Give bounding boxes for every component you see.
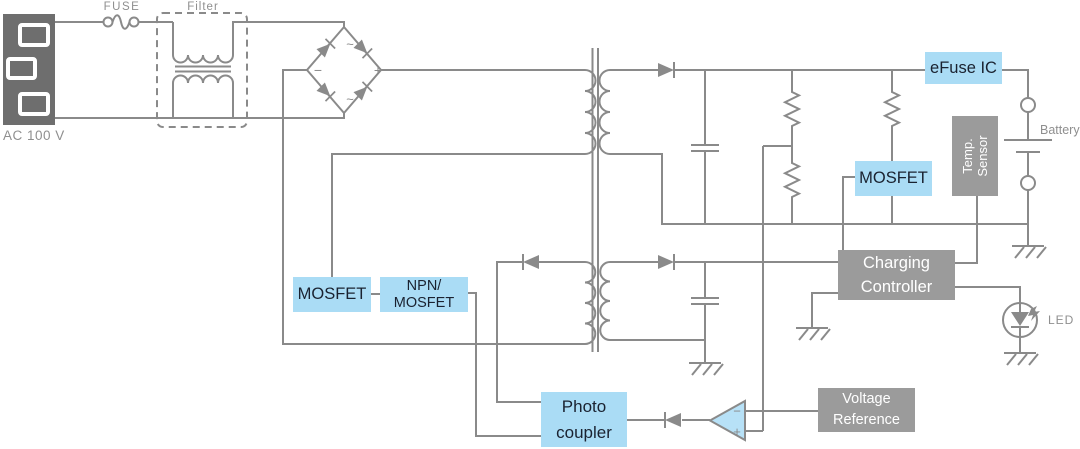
voltage-reference-box: Voltage Reference xyxy=(818,388,915,432)
transformer-secondary-top-winding xyxy=(598,69,611,155)
transformer-secondary-bottom-winding xyxy=(599,261,611,341)
comparator: − + xyxy=(707,399,746,442)
fuse-symbol xyxy=(111,14,131,30)
ground-secondary-bottom xyxy=(688,362,724,376)
charging-controller-box: Charging Controller xyxy=(838,250,955,300)
filter-dashed-box xyxy=(156,12,248,128)
transformer-primary-winding xyxy=(584,69,597,155)
battery-terminals xyxy=(1020,97,1036,191)
photo-coupler-box: Photo coupler xyxy=(541,392,627,447)
bridge-ac-bottom: ~ xyxy=(346,92,354,107)
mosfet-primary-box: MOSFET xyxy=(293,277,371,312)
bridge-plus: + xyxy=(374,62,382,78)
bridge-rectifier-outline xyxy=(305,25,383,115)
bridge-marks: ~ ~ − + xyxy=(314,37,382,107)
mosfet-primary-label: MOSFET xyxy=(297,285,367,303)
led-light-icon xyxy=(1028,306,1040,321)
ac-source-label: AC 100 V xyxy=(3,128,65,143)
temp-sensor-label: Temp. Sensor xyxy=(960,135,990,177)
filter-core xyxy=(175,65,231,73)
bridge-diodes xyxy=(315,38,373,102)
resistor-r3 xyxy=(882,70,902,224)
comparator-plus-sign: + xyxy=(733,424,741,439)
battery-label: Battery xyxy=(1040,123,1080,137)
transformer-core xyxy=(591,48,599,352)
led-symbol xyxy=(1002,302,1040,338)
resistor-r2 xyxy=(782,146,802,224)
filter-top-winding xyxy=(172,21,345,64)
mosfet-secondary-label: MOSFET xyxy=(859,169,928,187)
diode-aux xyxy=(522,253,540,271)
bridge-minus: − xyxy=(314,62,322,78)
transformer-aux-winding xyxy=(584,261,597,345)
efuse-ic-box: eFuse IC xyxy=(925,52,1002,84)
diode-secondary-bottom xyxy=(657,253,675,271)
fuse-terminals xyxy=(102,16,140,28)
diode-secondary-top xyxy=(657,61,675,79)
filter-bottom-winding xyxy=(172,74,234,118)
mosfet-secondary-box: MOSFET xyxy=(855,161,932,196)
led-label: LED xyxy=(1048,313,1075,327)
ground-battery xyxy=(1011,245,1047,259)
filter-label: Filter xyxy=(187,1,219,13)
temp-sensor-box: Temp. Sensor xyxy=(952,116,998,196)
capacitor-top xyxy=(691,70,719,224)
npn-mosfet-box: NPN/ MOSFET xyxy=(380,277,468,312)
capacitor-bottom xyxy=(691,262,719,340)
ground-led xyxy=(1003,352,1039,366)
battery-symbol xyxy=(1004,112,1052,176)
efuse-ic-label: eFuse IC xyxy=(930,58,997,77)
bridge-ac-top: ~ xyxy=(346,37,354,52)
resistor-r1 xyxy=(782,70,802,146)
fuse-label: FUSE xyxy=(103,1,141,13)
ac-plug-icon xyxy=(3,14,55,125)
comparator-minus-sign: − xyxy=(733,404,741,419)
diode-feedback xyxy=(664,411,682,429)
wires xyxy=(55,14,1052,437)
ground-controller xyxy=(795,327,831,341)
